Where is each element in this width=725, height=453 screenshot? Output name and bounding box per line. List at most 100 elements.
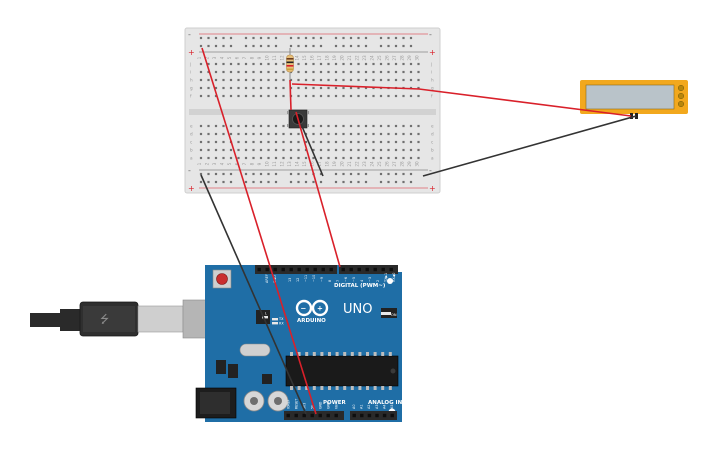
breadboard-hole[interactable] (207, 132, 210, 136)
breadboard-hole[interactable] (207, 172, 210, 176)
breadboard-hole[interactable] (409, 94, 413, 98)
breadboard-hole[interactable] (304, 156, 308, 160)
breadboard-hole[interactable] (379, 156, 383, 160)
breadboard-hole[interactable] (229, 156, 233, 160)
breadboard-hole[interactable] (304, 140, 308, 144)
breadboard-hole[interactable] (244, 78, 248, 82)
analog-header[interactable] (350, 411, 397, 420)
breadboard-hole[interactable] (342, 132, 345, 136)
breadboard-hole[interactable] (222, 132, 225, 136)
breadboard-hole[interactable] (312, 180, 315, 184)
breadboard-hole[interactable] (387, 156, 390, 160)
breadboard-hole[interactable] (274, 156, 278, 160)
breadboard-hole[interactable] (244, 180, 248, 184)
breadboard-hole[interactable] (297, 140, 300, 144)
breadboard-hole[interactable] (274, 180, 278, 184)
breadboard-hole[interactable] (267, 78, 270, 82)
breadboard-hole[interactable] (387, 94, 390, 98)
breadboard-hole[interactable] (387, 70, 390, 74)
breadboard-hole[interactable] (394, 140, 398, 144)
breadboard-hole[interactable] (267, 140, 270, 144)
breadboard-hole[interactable] (327, 86, 330, 90)
breadboard-hole[interactable] (402, 148, 405, 152)
breadboard-hole[interactable] (387, 172, 390, 176)
breadboard-hole[interactable] (244, 156, 248, 160)
breadboard-hole[interactable] (357, 86, 360, 90)
breadboard-hole[interactable] (312, 86, 315, 90)
breadboard-hole[interactable] (282, 148, 285, 152)
breadboard-hole[interactable] (349, 156, 353, 160)
header-pin-hole[interactable] (289, 267, 293, 272)
header-pin-hole[interactable] (373, 267, 377, 272)
breadboard-hole[interactable] (319, 70, 323, 74)
breadboard-hole[interactable] (297, 70, 300, 74)
breadboard-hole[interactable] (379, 36, 383, 40)
breadboard-hole[interactable] (409, 132, 413, 136)
resistor[interactable] (286, 48, 294, 80)
breadboard-hole[interactable] (334, 94, 338, 98)
breadboard-hole[interactable] (259, 62, 263, 66)
breadboard-hole[interactable] (214, 62, 218, 66)
breadboard-hole[interactable] (222, 124, 225, 128)
header-pin-hole[interactable] (349, 267, 353, 272)
header-pin-hole[interactable] (357, 267, 361, 272)
breadboard-hole[interactable] (229, 148, 233, 152)
breadboard-hole[interactable] (372, 156, 375, 160)
breadboard-hole[interactable] (342, 78, 345, 82)
breadboard-hole[interactable] (394, 70, 398, 74)
breadboard-hole[interactable] (417, 156, 420, 160)
breadboard-hole[interactable] (372, 70, 375, 74)
breadboard-hole[interactable] (364, 156, 368, 160)
breadboard-hole[interactable] (327, 156, 330, 160)
breadboard-hole[interactable] (229, 70, 233, 74)
breadboard-hole[interactable] (319, 172, 323, 176)
breadboard-hole[interactable] (372, 148, 375, 152)
breadboard-hole[interactable] (364, 70, 368, 74)
breadboard-hole[interactable] (364, 180, 368, 184)
breadboard-hole[interactable] (199, 172, 203, 176)
breadboard-hole[interactable] (274, 62, 278, 66)
breadboard-hole[interactable] (237, 62, 240, 66)
breadboard-hole[interactable] (214, 132, 218, 136)
breadboard-hole[interactable] (379, 140, 383, 144)
breadboard-hole[interactable] (342, 70, 345, 74)
breadboard-hole[interactable] (259, 94, 263, 98)
power-header[interactable] (284, 411, 344, 420)
breadboard-hole[interactable] (319, 44, 323, 48)
header-pin-hole[interactable] (329, 267, 333, 272)
breadboard-hole[interactable] (199, 44, 203, 48)
breadboard-hole[interactable] (327, 62, 330, 66)
breadboard-hole[interactable] (304, 94, 308, 98)
breadboard-hole[interactable] (379, 70, 383, 74)
breadboard-hole[interactable] (357, 94, 360, 98)
breadboard-hole[interactable] (229, 132, 233, 136)
breadboard-hole[interactable] (207, 86, 210, 90)
breadboard-hole[interactable] (319, 36, 323, 40)
breadboard-hole[interactable] (387, 44, 390, 48)
breadboard-hole[interactable] (214, 124, 218, 128)
breadboard-hole[interactable] (379, 124, 383, 128)
breadboard-hole[interactable] (327, 70, 330, 74)
breadboard-hole[interactable] (342, 148, 345, 152)
breadboard-hole[interactable] (297, 156, 300, 160)
breadboard-hole[interactable] (319, 180, 323, 184)
breadboard-hole[interactable] (304, 44, 308, 48)
breadboard-hole[interactable] (282, 78, 285, 82)
header-pin-hole[interactable] (390, 413, 394, 418)
header-pin-hole[interactable] (360, 413, 364, 418)
breadboard-hole[interactable] (229, 172, 233, 176)
breadboard-hole[interactable] (379, 180, 383, 184)
breadboard-hole[interactable] (289, 78, 293, 82)
breadboard-hole[interactable] (387, 62, 390, 66)
breadboard-hole[interactable] (214, 172, 218, 176)
header-pin-hole[interactable] (305, 267, 309, 272)
breadboard-hole[interactable] (289, 148, 293, 152)
breadboard-hole[interactable] (297, 62, 300, 66)
breadboard-hole[interactable] (402, 62, 405, 66)
breadboard-hole[interactable] (282, 62, 285, 66)
breadboard-hole[interactable] (252, 94, 255, 98)
header-pin-hole[interactable] (257, 267, 261, 272)
breadboard-hole[interactable] (237, 94, 240, 98)
breadboard-hole[interactable] (334, 124, 338, 128)
breadboard-hole[interactable] (387, 36, 390, 40)
